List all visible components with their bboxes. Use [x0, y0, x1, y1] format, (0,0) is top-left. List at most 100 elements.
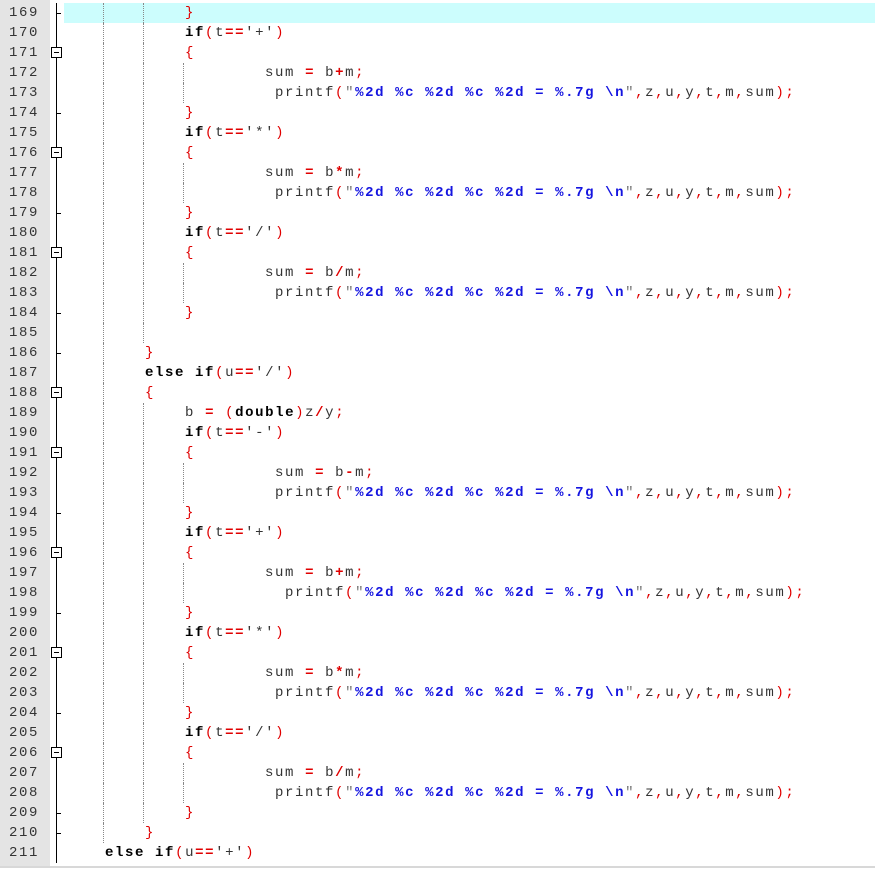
- code-line[interactable]: 209 }: [0, 803, 875, 823]
- code-line[interactable]: 185: [0, 323, 875, 343]
- fold-marker[interactable]: [50, 383, 63, 403]
- code-line[interactable]: 171 {: [0, 43, 875, 63]
- code-line[interactable]: 188 {: [0, 383, 875, 403]
- code-text[interactable]: {: [65, 144, 195, 162]
- code-line[interactable]: 175 if(t=='*'): [0, 123, 875, 143]
- code-text[interactable]: sum = b/m;: [65, 264, 365, 282]
- code-text[interactable]: b = (double)z/y;: [65, 404, 345, 422]
- code-text[interactable]: if(t=='*'): [65, 624, 285, 642]
- code-line[interactable]: 204 }: [0, 703, 875, 723]
- fold-collapse-icon[interactable]: [51, 447, 62, 458]
- code-text[interactable]: sum = b+m;: [65, 64, 365, 82]
- code-text[interactable]: {: [65, 244, 195, 262]
- code-text[interactable]: sum = b/m;: [65, 764, 365, 782]
- code-line[interactable]: 169 }: [0, 3, 875, 23]
- code-line[interactable]: 191 {: [0, 443, 875, 463]
- code-text[interactable]: }: [65, 824, 155, 842]
- code-text[interactable]: sum = b+m;: [65, 564, 365, 582]
- code-line[interactable]: 174 }: [0, 103, 875, 123]
- code-text[interactable]: }: [65, 4, 195, 22]
- code-text[interactable]: sum = b*m;: [65, 164, 365, 182]
- code-text[interactable]: if(t=='+'): [65, 24, 285, 42]
- code-line[interactable]: 206 {: [0, 743, 875, 763]
- code-text[interactable]: printf("%2d %c %2d %c %2d = %.7g \n",z,u…: [65, 84, 795, 102]
- code-line[interactable]: 179 }: [0, 203, 875, 223]
- code-text[interactable]: }: [65, 704, 195, 722]
- code-text[interactable]: {: [65, 644, 195, 662]
- code-text[interactable]: printf("%2d %c %2d %c %2d = %.7g \n",z,u…: [65, 684, 795, 702]
- fold-marker[interactable]: [50, 43, 63, 63]
- code-line[interactable]: 197 sum = b+m;: [0, 563, 875, 583]
- fold-collapse-icon[interactable]: [51, 747, 62, 758]
- code-line[interactable]: 181 {: [0, 243, 875, 263]
- code-line[interactable]: 205 if(t=='/'): [0, 723, 875, 743]
- code-line[interactable]: 178 printf("%2d %c %2d %c %2d = %.7g \n"…: [0, 183, 875, 203]
- code-text[interactable]: sum = b*m;: [65, 664, 365, 682]
- code-text[interactable]: else if(u=='+'): [65, 844, 255, 862]
- code-line[interactable]: 187 else if(u=='/'): [0, 363, 875, 383]
- code-line[interactable]: 190 if(t=='-'): [0, 423, 875, 443]
- fold-collapse-icon[interactable]: [51, 47, 62, 58]
- fold-marker[interactable]: [50, 243, 63, 263]
- code-line[interactable]: 198 printf("%2d %c %2d %c %2d = %.7g \n"…: [0, 583, 875, 603]
- fold-marker[interactable]: [50, 443, 63, 463]
- code-line[interactable]: 196 {: [0, 543, 875, 563]
- fold-collapse-icon[interactable]: [51, 247, 62, 258]
- code-text[interactable]: printf("%2d %c %2d %c %2d = %.7g \n",z,u…: [65, 584, 805, 602]
- code-line[interactable]: 193 printf("%2d %c %2d %c %2d = %.7g \n"…: [0, 483, 875, 503]
- fold-collapse-icon[interactable]: [51, 547, 62, 558]
- code-text[interactable]: }: [65, 104, 195, 122]
- code-text[interactable]: }: [65, 344, 155, 362]
- code-text[interactable]: else if(u=='/'): [65, 364, 295, 382]
- code-text[interactable]: if(t=='/'): [65, 224, 285, 242]
- code-text[interactable]: if(t=='*'): [65, 124, 285, 142]
- code-line[interactable]: 210 }: [0, 823, 875, 843]
- code-text[interactable]: {: [65, 744, 195, 762]
- code-text[interactable]: printf("%2d %c %2d %c %2d = %.7g \n",z,u…: [65, 184, 795, 202]
- code-line[interactable]: 184 }: [0, 303, 875, 323]
- code-text[interactable]: {: [65, 444, 195, 462]
- code-text[interactable]: }: [65, 304, 195, 322]
- fold-marker[interactable]: [50, 643, 63, 663]
- fold-collapse-icon[interactable]: [51, 647, 62, 658]
- code-line[interactable]: 208 printf("%2d %c %2d %c %2d = %.7g \n"…: [0, 783, 875, 803]
- code-line[interactable]: 170 if(t=='+'): [0, 23, 875, 43]
- code-line[interactable]: 177 sum = b*m;: [0, 163, 875, 183]
- code-line[interactable]: 186 }: [0, 343, 875, 363]
- code-text[interactable]: printf("%2d %c %2d %c %2d = %.7g \n",z,u…: [65, 284, 795, 302]
- code-line[interactable]: 203 printf("%2d %c %2d %c %2d = %.7g \n"…: [0, 683, 875, 703]
- code-text[interactable]: }: [65, 804, 195, 822]
- code-line[interactable]: 201 {: [0, 643, 875, 663]
- code-text[interactable]: }: [65, 504, 195, 522]
- fold-collapse-icon[interactable]: [51, 147, 62, 158]
- code-line[interactable]: 172 sum = b+m;: [0, 63, 875, 83]
- code-text[interactable]: if(t=='/'): [65, 724, 285, 742]
- code-text[interactable]: if(t=='+'): [65, 524, 285, 542]
- code-line[interactable]: 189 b = (double)z/y;: [0, 403, 875, 423]
- code-text[interactable]: }: [65, 604, 195, 622]
- code-line[interactable]: 200 if(t=='*'): [0, 623, 875, 643]
- code-line[interactable]: 194 }: [0, 503, 875, 523]
- fold-marker[interactable]: [50, 543, 63, 563]
- code-line[interactable]: 173 printf("%2d %c %2d %c %2d = %.7g \n"…: [0, 83, 875, 103]
- code-text[interactable]: {: [65, 44, 195, 62]
- fold-collapse-icon[interactable]: [51, 387, 62, 398]
- code-line[interactable]: 199 }: [0, 603, 875, 623]
- code-line[interactable]: 176 {: [0, 143, 875, 163]
- code-line[interactable]: 195 if(t=='+'): [0, 523, 875, 543]
- code-lines[interactable]: 169 }170 if(t=='+')171 {172 sum = b+m;17…: [0, 3, 875, 863]
- code-line[interactable]: 202 sum = b*m;: [0, 663, 875, 683]
- code-line[interactable]: 207 sum = b/m;: [0, 763, 875, 783]
- code-text[interactable]: printf("%2d %c %2d %c %2d = %.7g \n",z,u…: [65, 784, 795, 802]
- fold-marker[interactable]: [50, 743, 63, 763]
- fold-marker[interactable]: [50, 143, 63, 163]
- code-line[interactable]: 183 printf("%2d %c %2d %c %2d = %.7g \n"…: [0, 283, 875, 303]
- code-text[interactable]: sum = b-m;: [65, 464, 375, 482]
- code-text[interactable]: {: [65, 544, 195, 562]
- code-text[interactable]: printf("%2d %c %2d %c %2d = %.7g \n",z,u…: [65, 484, 795, 502]
- code-line[interactable]: 182 sum = b/m;: [0, 263, 875, 283]
- code-line[interactable]: 211 else if(u=='+'): [0, 843, 875, 863]
- code-text[interactable]: }: [65, 204, 195, 222]
- code-line[interactable]: 180 if(t=='/'): [0, 223, 875, 243]
